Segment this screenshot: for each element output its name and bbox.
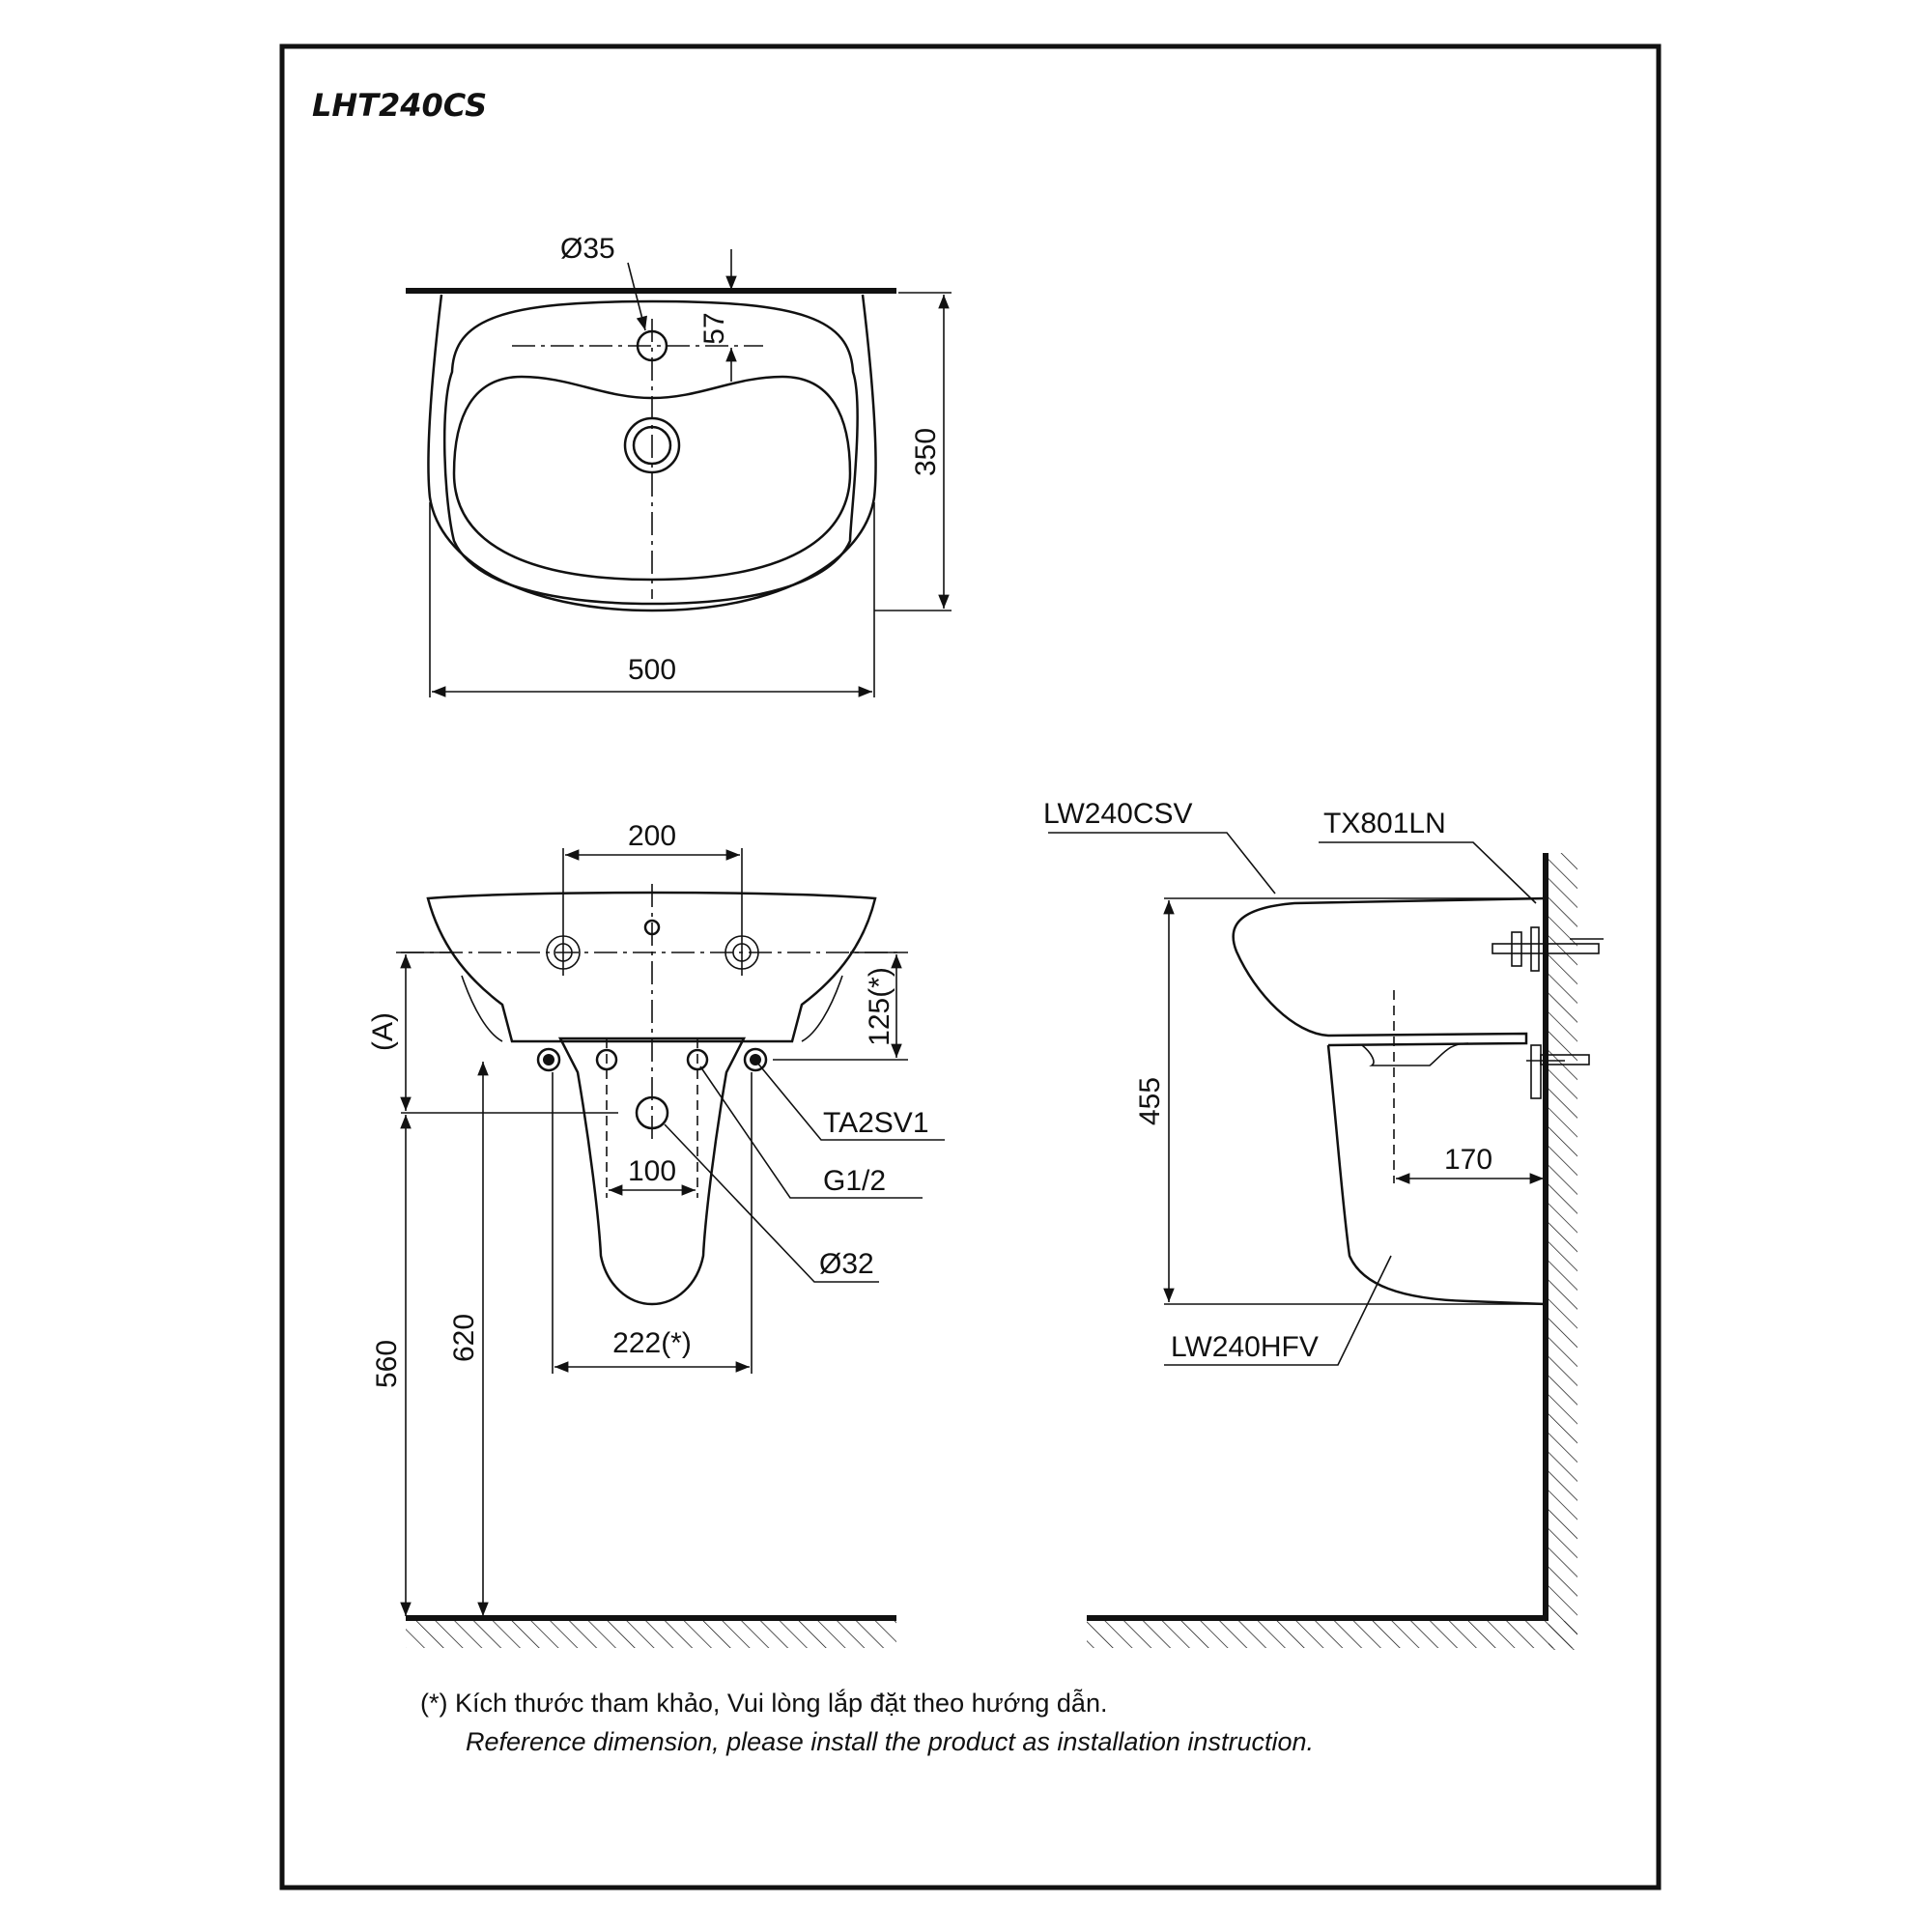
basin-side [1232, 896, 1547, 1047]
dim-222: 222(*) [612, 1327, 692, 1359]
basin-rim-top [442, 299, 859, 606]
dim-100: 100 [628, 1155, 676, 1187]
pedestal-side [1326, 1044, 1547, 1306]
top-view: Ø35 57 350 500 [406, 233, 952, 697]
label-pedestal: LW240HFV [1171, 1331, 1319, 1363]
lug-left [536, 1047, 561, 1072]
note-english: Reference dimension, please install the … [466, 1727, 1314, 1756]
label-bolt: TX801LN [1323, 808, 1446, 839]
front-view: 200 100 [367, 820, 945, 1648]
dim-200: 200 [628, 820, 676, 852]
label-drain: Ø32 [819, 1248, 874, 1280]
drawing-frame [279, 43, 1662, 1890]
dim-125: 125(*) [864, 967, 895, 1046]
lug-right [743, 1047, 768, 1072]
dim-620: 620 [448, 1314, 480, 1362]
basin-front [426, 891, 877, 1043]
model-title: LHT240CS [312, 87, 487, 124]
dim-350: 350 [910, 428, 942, 476]
wall-hatch [1548, 853, 1577, 1650]
dim-560: 560 [371, 1340, 403, 1388]
dim-500: 500 [628, 654, 676, 686]
dim-455: 455 [1134, 1077, 1166, 1125]
note-vietnamese: (*) Kích thước tham khảo, Vui lòng lắp đ… [420, 1688, 1107, 1718]
basin-outline-top [427, 294, 877, 612]
dim-A: (A) [367, 1012, 399, 1051]
dim-57: 57 [698, 312, 730, 344]
label-thread: G1/2 [823, 1165, 886, 1197]
floor-hatch-side [1087, 1621, 1577, 1648]
floor-hatch-front [406, 1621, 896, 1648]
side-view: 455 170 LW240CSV TX801LN LW240HFV [1043, 798, 1604, 1650]
bolt-side-lower [1526, 1044, 1590, 1099]
dim-hole-diameter: Ø35 [560, 233, 615, 265]
dim-170: 170 [1444, 1144, 1492, 1176]
pedestal-front [557, 1037, 747, 1306]
drain-point [635, 1095, 669, 1130]
label-valve: TA2SV1 [823, 1107, 929, 1139]
label-basin: LW240CSV [1043, 798, 1193, 830]
bolt-side-upper [1492, 926, 1604, 972]
